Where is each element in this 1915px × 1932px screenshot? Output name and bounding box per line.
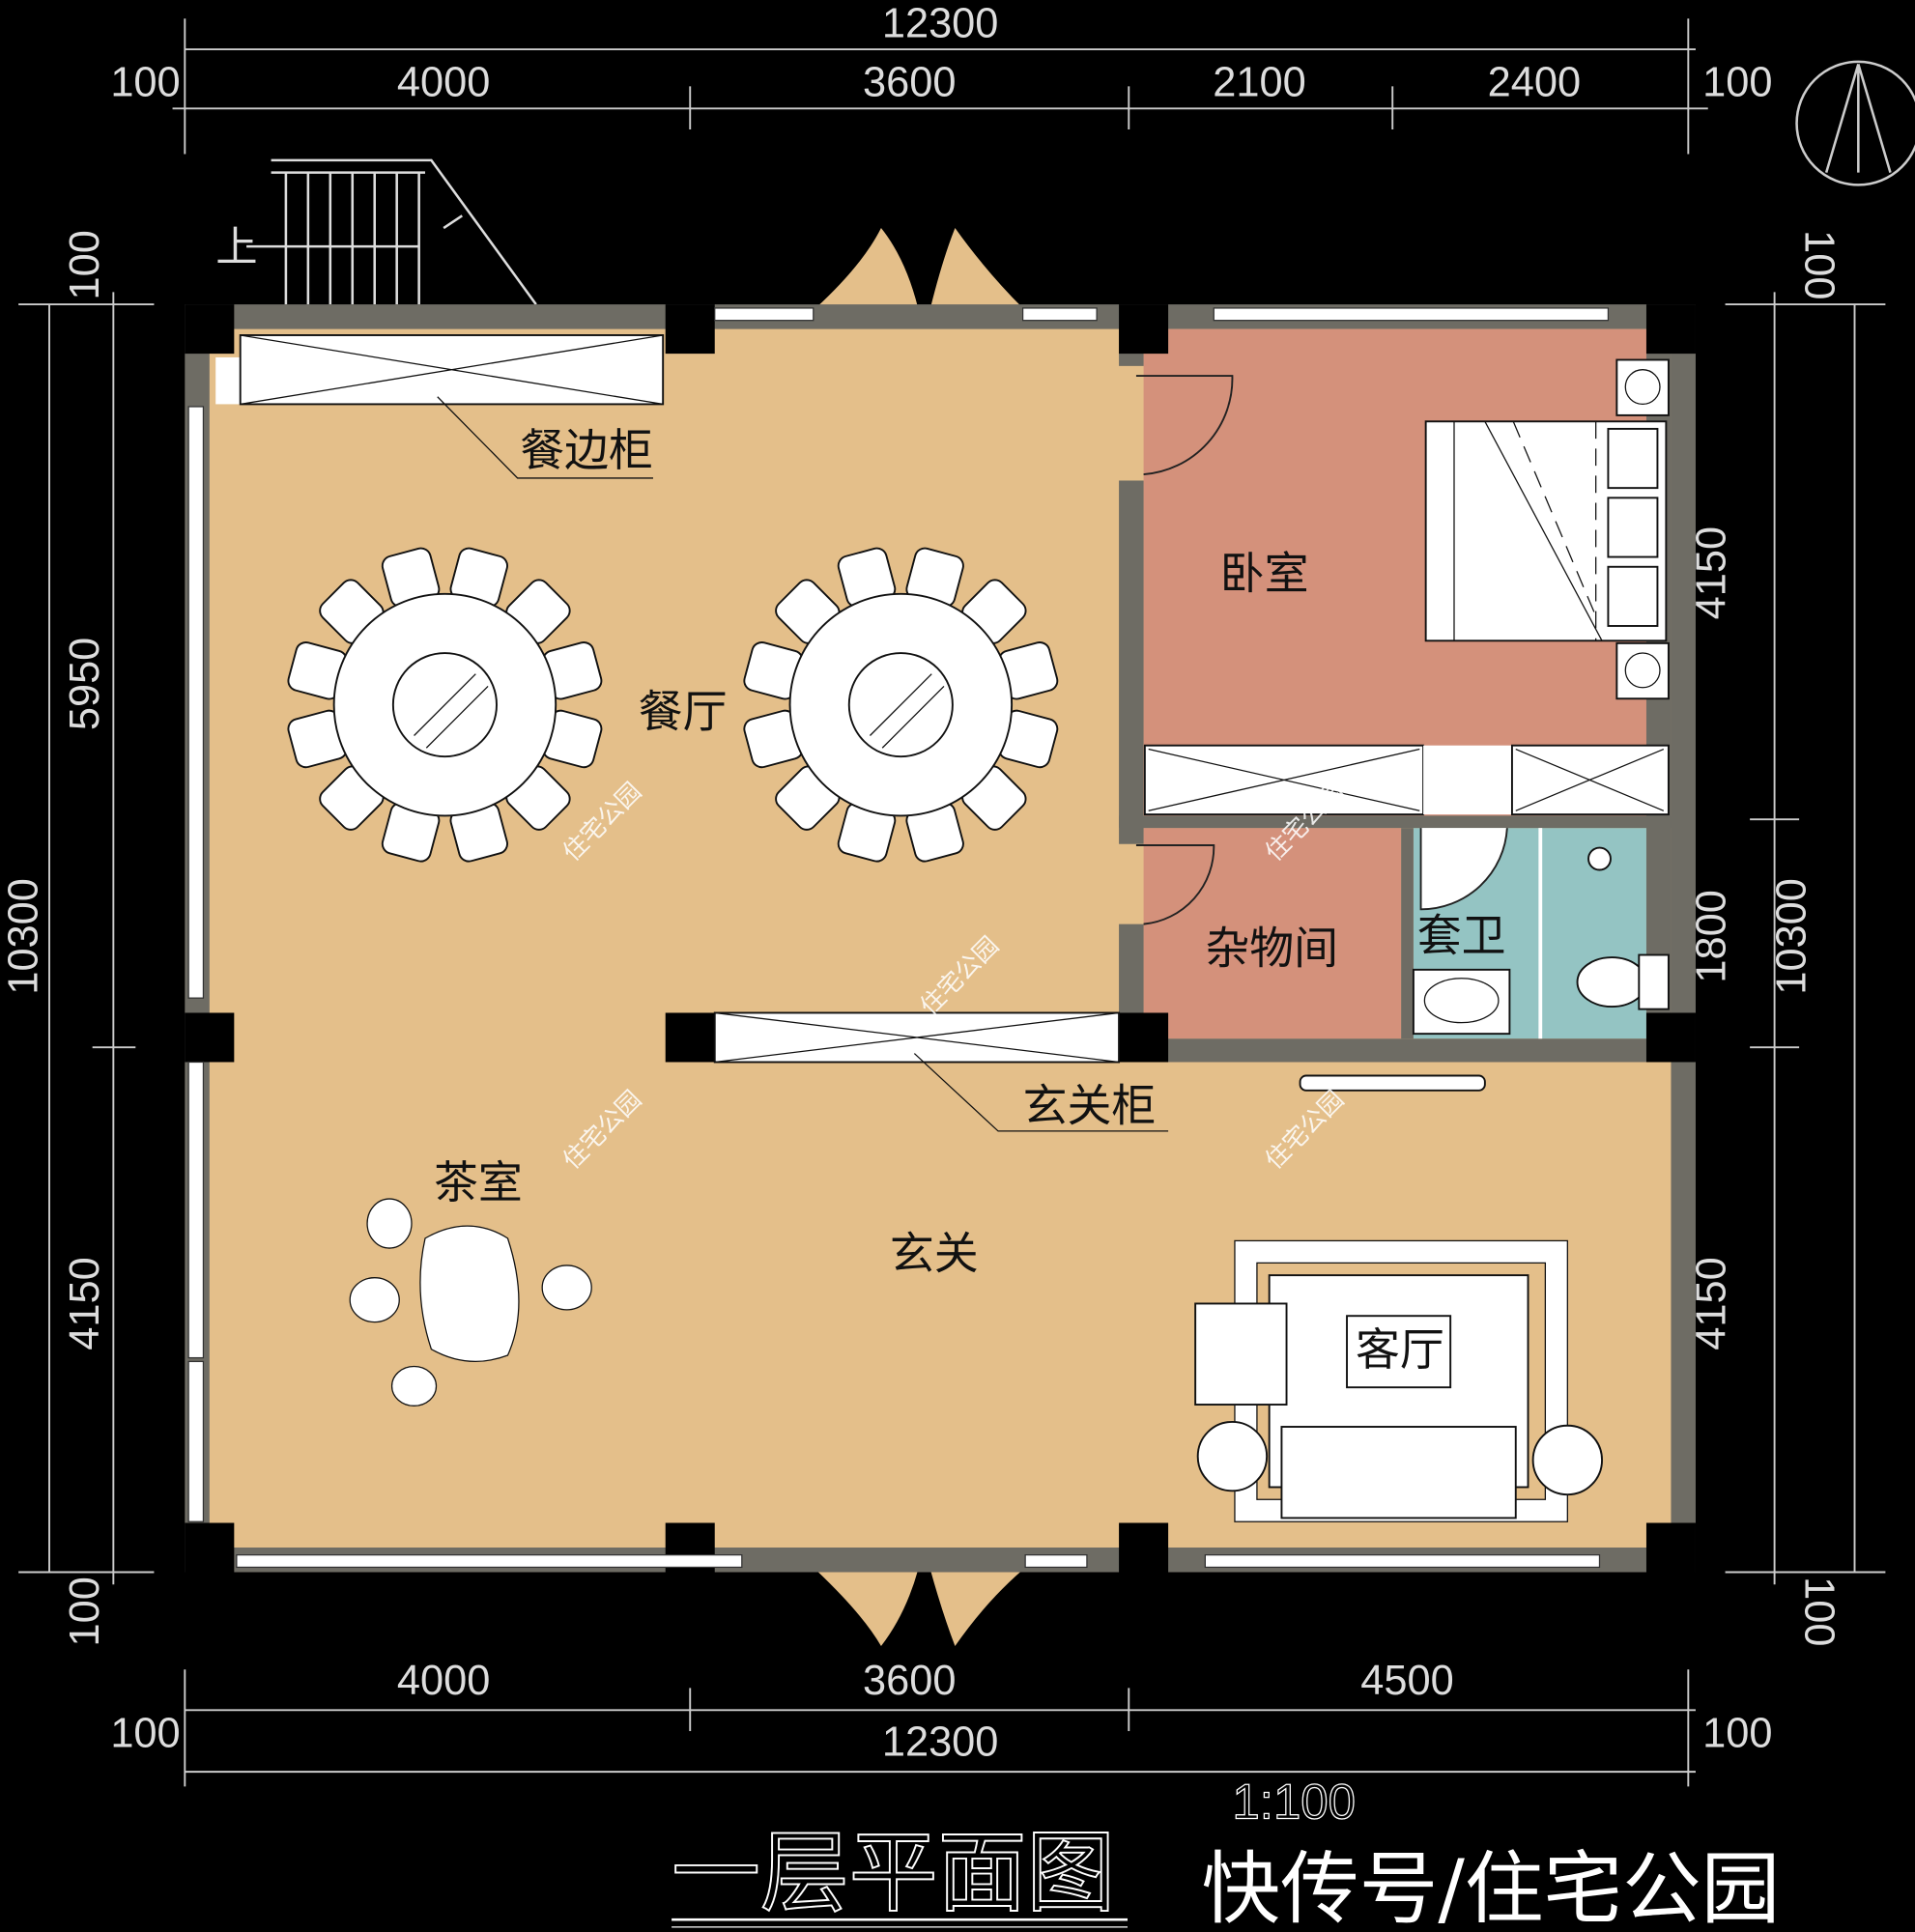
stairs [246,158,537,305]
console-table [1299,1074,1486,1092]
sink-icon [1412,968,1511,1036]
dim-bottom-3: 4500 [1360,1658,1453,1704]
bed [1424,420,1668,642]
dim-left-2: 5950 [62,638,108,730]
dim-top-left: 100 [110,60,180,106]
dim-right-1: 100 [1795,230,1842,299]
dim-top-1: 4000 [397,60,490,106]
sideboard-cabinet [215,334,665,479]
living-room-label: 客厅 [1356,1323,1444,1376]
tea-room-label: 茶室 [434,1156,523,1208]
bedroom-door[interactable] [1135,375,1234,476]
nightstand-lamp-icon [1615,358,1670,416]
dining-label: 餐厅 [639,686,728,738]
foyer-cabinet-label: 玄关柜 [1023,1080,1157,1132]
dim-left-3: 4150 [62,1257,108,1350]
dim-right-5: 100 [1795,1577,1842,1646]
stairs-up-label: 上 [215,224,257,270]
round-table [287,547,603,863]
north-arrow-icon [1795,60,1915,186]
windows [187,307,1610,1569]
dim-left-1: 100 [62,230,108,299]
dim-right-total: 10300 [1768,878,1815,995]
scale-label: 1:100 [1232,1775,1356,1830]
storage-door[interactable] [1135,844,1215,925]
dining-tables [287,547,1059,863]
glass-hatch [869,673,945,749]
round-table [743,547,1059,863]
drawing-title: 一层平面图 [672,1822,1115,1925]
toilet-icon [1576,953,1670,1010]
glass-hatch [414,673,489,749]
living-room-furniture [1194,1239,1604,1522]
bedroom-label: 卧室 [1220,548,1309,600]
dim-bottom-2: 3600 [863,1658,956,1704]
dim-bottom-total: 12300 [882,1719,999,1766]
dim-top-total: 12300 [882,0,999,46]
foyer-cabinet [713,1011,1169,1132]
brand-watermark: 快传号/住宅公园 [1202,1843,1781,1932]
front-door-bottom[interactable] [815,1569,1023,1647]
bath-door[interactable] [1419,828,1508,911]
dimension-lines [18,18,1886,1787]
dim-bottom-1: 4000 [397,1658,490,1704]
dim-right-2: 4150 [1689,526,1735,619]
dim-top-right: 100 [1702,60,1772,106]
dim-right-3: 1800 [1689,890,1735,982]
ensuite-label: 套卫 [1417,910,1506,962]
dim-bottom-left: 100 [110,1711,180,1757]
storage-label: 杂物间 [1205,922,1338,974]
dim-right-4: 4150 [1689,1257,1735,1350]
dim-bottom-right: 100 [1702,1711,1772,1757]
dim-top-4: 2400 [1488,60,1581,106]
dim-top-3: 2100 [1213,60,1305,106]
foyer-label: 玄关 [890,1228,979,1280]
dim-left-4: 100 [62,1577,108,1646]
dim-left-total: 10300 [0,878,46,995]
wardrobes [1143,744,1670,816]
tea-table-set [349,1198,592,1406]
front-door-top[interactable] [815,228,1023,308]
floor-drain-icon [1587,846,1612,871]
storage-floor [1143,828,1402,1039]
nightstand-lamp-icon [1615,641,1670,700]
dim-top-2: 3600 [863,60,956,106]
sideboard-label: 餐边柜 [520,424,653,476]
